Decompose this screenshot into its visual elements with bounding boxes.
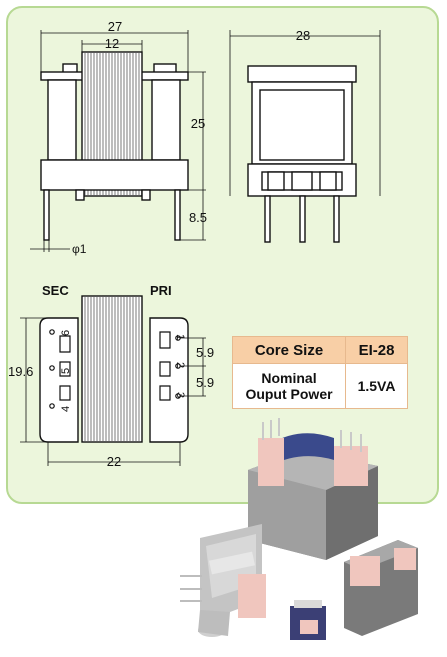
spec-table: Core Size EI-28 Nominal Ouput Power 1.5V… — [232, 336, 408, 409]
pin-pri-3: 3 — [174, 392, 186, 398]
core-size-value: EI-28 — [345, 336, 408, 364]
dim-top-width: 27 — [108, 19, 122, 34]
pin-sec-4: 4 — [60, 406, 72, 412]
dim-pin-length: 8.5 — [189, 210, 207, 225]
dim-pin-diameter: φ1 — [72, 242, 87, 256]
photo-transformer-right — [344, 540, 418, 636]
bottom-coil-windings — [84, 297, 140, 441]
front-view: 27 12 25 8.5 φ1 — [30, 19, 207, 256]
side-pin-2 — [299, 195, 306, 243]
nominal-power-value: 1.5VA — [345, 363, 408, 409]
front-pin-left — [43, 189, 50, 241]
spec-table-power-row: Nominal Ouput Power 1.5VA — [232, 363, 408, 409]
dim-pitch-2: 5.9 — [196, 375, 214, 390]
label-pri: PRI — [150, 283, 172, 298]
dim-side-width: 28 — [296, 28, 310, 43]
nominal-power-label-line2: Ouput Power — [245, 386, 333, 402]
dim-pitch-1: 5.9 — [196, 345, 214, 360]
pin-sec-5: 5 — [60, 368, 72, 374]
side-view: 28 — [229, 28, 381, 243]
photo-transformer-small — [290, 600, 326, 640]
photo-transformer-bracket — [180, 524, 266, 637]
nominal-power-label-line1: Nominal — [261, 370, 317, 386]
dim-bottom-width: 22 — [107, 454, 121, 469]
bottom-view: SEC PRI 6 5 4 1 2 3 19.6 — [8, 283, 214, 469]
product-photo — [180, 418, 418, 640]
pin-pri-1: 1 — [174, 334, 186, 340]
spec-table-header-row: Core Size EI-28 — [232, 336, 408, 364]
pin-sec-6: 6 — [60, 330, 72, 336]
nominal-power-label: Nominal Ouput Power — [232, 363, 346, 409]
label-sec: SEC — [42, 283, 69, 298]
dim-body-height: 25 — [191, 116, 205, 131]
photo-transformer-large — [248, 418, 378, 560]
dim-core-width: 12 — [105, 36, 119, 51]
side-pin-3 — [333, 195, 340, 243]
pin-pri-2: 2 — [174, 362, 186, 368]
core-size-label: Core Size — [232, 336, 346, 364]
front-pin-right — [174, 189, 181, 241]
side-pin-1 — [264, 195, 271, 243]
dim-bottom-height: 19.6 — [8, 364, 33, 379]
